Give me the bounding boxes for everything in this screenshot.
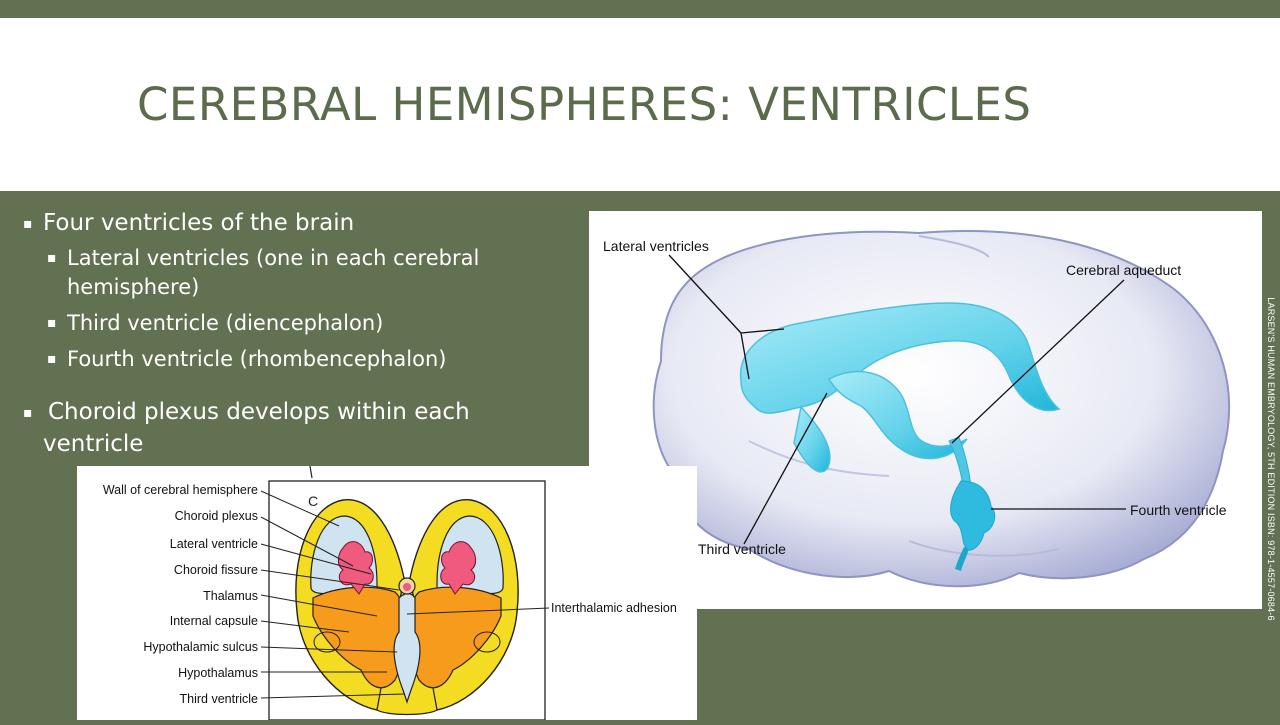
bullet-text: Fourth ventricle (rhombencephalon) xyxy=(67,347,447,371)
label-lateral-ventricle: Lateral ventricle xyxy=(170,537,258,551)
figure-edge-mark xyxy=(309,465,313,479)
bullet-square-icon: ▪ xyxy=(47,351,57,367)
label-lateral-ventricles: Lateral ventricles xyxy=(603,238,709,254)
bullet-choroid-plexus: ▪ Choroid plexus develops within each ve… xyxy=(23,396,470,460)
label-choroid-plexus: Choroid plexus xyxy=(175,509,258,523)
source-credit: LARSEN'S HUMAN EMBRYOLOGY, 5TH EDITION I… xyxy=(1266,297,1276,621)
third-ventricle-leader xyxy=(743,392,828,545)
cerebellum-fold-line xyxy=(908,540,1060,557)
panel-letter: C xyxy=(308,493,318,509)
leader-hypothalamic-sulcus xyxy=(260,646,398,653)
leader-internal-capsule xyxy=(260,620,350,633)
label-internal-capsule: Internal capsule xyxy=(170,614,258,628)
coronal-section-figure: C Wall of cerebral hemisphere Ch xyxy=(77,465,697,721)
leader-thalamus xyxy=(260,594,378,617)
bullet-text: Four ventricles of the brain xyxy=(43,210,355,236)
central-canal-shape xyxy=(955,547,969,571)
thalamus-internal-capsule-left xyxy=(312,586,407,689)
third-ventricle-shape xyxy=(827,370,968,460)
choroid-plexus-left xyxy=(337,541,374,595)
label-third-ventricle: Third ventricle xyxy=(698,541,786,557)
label-third-ventricle: Third ventricle xyxy=(180,692,259,706)
leader-choroid-fissure xyxy=(260,569,400,591)
thalamus-internal-capsule-right xyxy=(407,586,502,689)
lentiform-left xyxy=(313,631,341,653)
leader-lateral-ventricle xyxy=(260,543,372,575)
bullet-third-ventricle: ▪ Third ventricle (diencephalon) xyxy=(47,309,384,338)
label-choroid-fissure: Choroid fissure xyxy=(174,563,258,577)
bullet-lateral-ventricles: ▪ Lateral ventricles (one in each cerebr… xyxy=(47,244,480,302)
lateral-ventricle-horn xyxy=(793,405,831,473)
label-fourth-ventricle: Fourth ventricle xyxy=(1130,502,1227,518)
bullet-square-icon: ▪ xyxy=(47,315,57,331)
lentiform-right xyxy=(473,631,501,653)
bullet-square-icon: ▪ xyxy=(23,216,33,232)
aqueduct-leader xyxy=(951,279,1125,444)
fourth-ventricle-shape xyxy=(950,480,996,551)
leader-wall xyxy=(260,490,340,527)
brain-ventricles-figure: Lateral ventricles Cerebral aqueduct Fou… xyxy=(589,211,1262,609)
leader-third-ventricle xyxy=(260,693,406,699)
label-interthalamic-adhesion: Interthalamic adhesion xyxy=(551,601,677,615)
label-hypothalamic-sulcus: Hypothalamic sulcus xyxy=(143,640,258,654)
slide-title: CEREBRAL HEMISPHERES: VENTRICLES xyxy=(137,78,1032,131)
lateral-ventricles-leader-c xyxy=(740,332,750,380)
bullet-square-icon: ▪ xyxy=(23,405,33,421)
bullet-text: Third ventricle (diencephalon) xyxy=(67,311,384,335)
label-thalamus: Thalamus xyxy=(203,589,258,603)
brain-fold-line xyxy=(918,235,990,258)
lateral-ventricles-leader-b xyxy=(740,328,785,334)
bullet-text-line2: hemisphere) xyxy=(67,275,200,299)
coronal-section-svg: C Wall of cerebral hemisphere Ch xyxy=(103,465,677,721)
roof-choroid-core xyxy=(403,583,411,591)
bullet-text-line1: Lateral ventricles (one in each cerebral xyxy=(67,246,480,270)
bullet-fourth-ventricle: ▪ Fourth ventricle (rhombencephalon) xyxy=(47,345,447,374)
label-wall-of-hemisphere: Wall of cerebral hemisphere xyxy=(103,483,258,497)
bullet-text-line2: ventricle xyxy=(43,431,144,457)
lateral-ventricles-leader-a xyxy=(668,254,742,334)
label-hypothalamus: Hypothalamus xyxy=(178,666,258,680)
brain-ventricles-svg: Lateral ventricles Cerebral aqueduct Fou… xyxy=(603,230,1231,588)
label-cerebral-aqueduct: Cerebral aqueduct xyxy=(1066,262,1181,278)
bullet-text-line1: Choroid plexus develops within each xyxy=(48,399,470,425)
leader-choroid-plexus xyxy=(260,516,354,567)
brain-outline xyxy=(652,230,1231,588)
leader-interthalamic-adhesion xyxy=(406,607,550,615)
title-band xyxy=(0,18,1280,191)
choroid-plexus-right xyxy=(440,541,477,595)
bullet-four-ventricles: ▪ Four ventricles of the brain xyxy=(23,207,355,239)
bullet-square-icon: ▪ xyxy=(47,250,57,266)
